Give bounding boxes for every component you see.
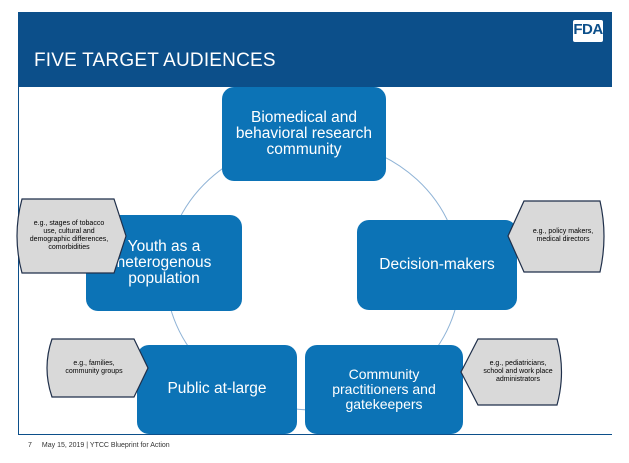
title-bar: FIVE TARGET AUDIENCES FDA bbox=[18, 12, 612, 87]
note-practitioners-shape bbox=[460, 338, 563, 406]
fda-logo: FDA bbox=[573, 20, 603, 42]
note-public-shape bbox=[46, 338, 149, 398]
audience-research-community: Biomedical and behavioral research commu… bbox=[222, 87, 386, 181]
note-youth-shape bbox=[16, 198, 127, 274]
note-practitioners: e.g., pediatricians, school and work pla… bbox=[483, 359, 553, 384]
slide-footer: 7 May 15, 2019 | YTCC Blueprint for Actio… bbox=[28, 442, 180, 449]
audience-public: Public at-large bbox=[137, 345, 297, 434]
note-youth: e.g., stages of tobacco use, cultural an… bbox=[29, 219, 109, 252]
slide-title: FIVE TARGET AUDIENCES bbox=[34, 50, 276, 71]
note-decision-makers: e.g., policy makers, medical directors bbox=[532, 227, 594, 243]
note-decision-shape bbox=[507, 200, 605, 273]
fda-logo-text: FDA bbox=[573, 21, 603, 38]
page-number: 7 bbox=[28, 442, 32, 449]
note-public: e.g., families, community groups bbox=[65, 359, 123, 375]
footer-text: May 15, 2019 | YTCC Blueprint for Action bbox=[41, 442, 170, 449]
bottom-border bbox=[18, 434, 612, 435]
audience-decision-makers: Decision-makers bbox=[357, 220, 517, 310]
audience-community-practitioners: Community practitioners and gatekeepers bbox=[305, 345, 463, 434]
left-border bbox=[18, 87, 19, 435]
